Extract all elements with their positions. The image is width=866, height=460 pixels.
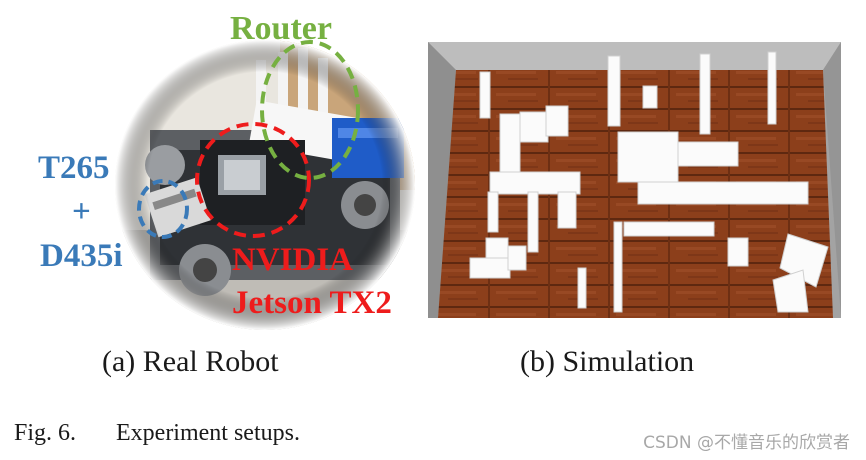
- router-highlight: [260, 40, 360, 180]
- real-robot-caption: (a) Real Robot: [102, 345, 279, 378]
- jetson-tx2-label: Jetson TX2: [232, 285, 392, 321]
- figure-caption-text: Experiment setups.: [116, 420, 300, 446]
- figure-number: Fig. 6.: [14, 420, 77, 446]
- router-label: Router: [230, 10, 332, 47]
- sensor-highlight: [137, 179, 189, 239]
- nvidia-label: NVIDIA: [232, 242, 354, 278]
- watermark: CSDN @不懂音乐的欣赏者: [643, 433, 850, 453]
- real-robot-photo: [115, 40, 415, 330]
- d435i-label: D435i: [40, 238, 123, 274]
- jetson-highlight: [195, 122, 311, 238]
- t265-label: T265: [38, 150, 110, 186]
- simulation-panel: [428, 42, 841, 318]
- figure-caption: Fig. 6. Experiment setups.: [14, 420, 300, 447]
- simulation-caption: (b) Simulation: [520, 345, 695, 378]
- simulation-render: [428, 42, 841, 318]
- real-robot-panel: Router T265 + D435i NVIDIA Jetson TX2: [20, 0, 420, 345]
- plus-label: +: [72, 194, 91, 230]
